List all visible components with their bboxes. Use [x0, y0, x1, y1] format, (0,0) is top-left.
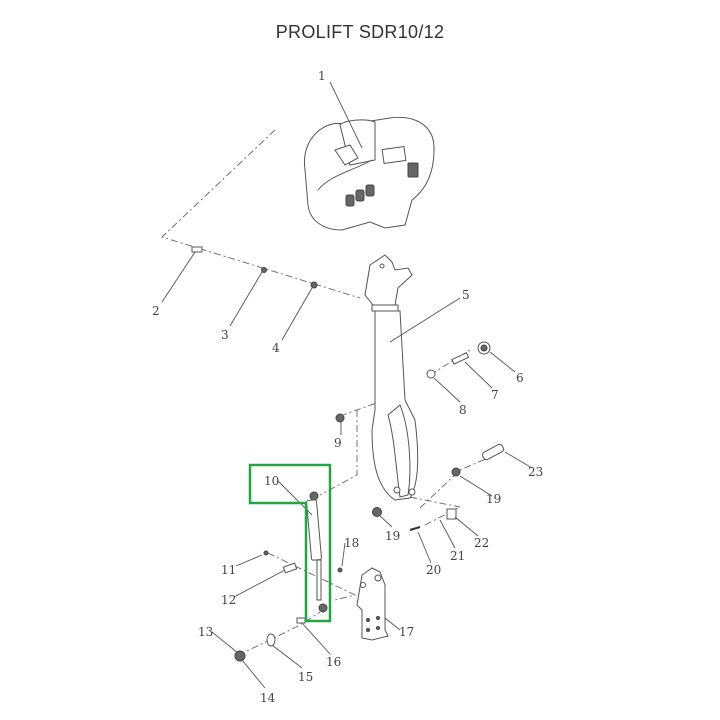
part-13-14-nut-washer[interactable] — [234, 650, 246, 662]
part-15-washer[interactable] — [266, 633, 276, 647]
callout-19-left[interactable]: 19 — [385, 529, 400, 543]
part-8-nut[interactable] — [426, 369, 436, 379]
callout-9[interactable]: 9 — [334, 436, 342, 450]
callout-13[interactable]: 13 — [198, 625, 213, 639]
callout-18[interactable]: 18 — [344, 536, 359, 550]
callout-16[interactable]: 16 — [326, 655, 341, 669]
part-16-pin[interactable] — [296, 617, 306, 624]
callout-3[interactable]: 3 — [221, 328, 229, 342]
callout-6[interactable]: 6 — [516, 371, 524, 385]
callout-12[interactable]: 12 — [221, 593, 236, 607]
callout-7[interactable]: 7 — [491, 388, 499, 402]
callout-numbers: 1 2 3 4 5 6 7 8 9 10 11 12 13 14 15 16 1… — [152, 69, 543, 705]
part-3-washer[interactable] — [261, 267, 267, 273]
handle-buttons — [345, 162, 419, 207]
part-7-bolt[interactable] — [451, 352, 470, 365]
callout-22[interactable]: 22 — [474, 536, 489, 550]
callout-14[interactable]: 14 — [260, 691, 276, 705]
part-19-nut-right[interactable] — [451, 467, 461, 477]
part-1-control-handle[interactable] — [304, 116, 435, 231]
part-6-roller[interactable] — [477, 341, 491, 355]
part-18-screw[interactable] — [337, 567, 343, 573]
part-2-pin[interactable] — [191, 246, 203, 253]
callout-19-right[interactable]: 19 — [486, 492, 501, 506]
part-9-nut[interactable] — [335, 413, 345, 423]
callout-11[interactable]: 11 — [221, 563, 236, 577]
callout-10[interactable]: 10 — [264, 474, 279, 488]
part-20-spring-pin[interactable] — [409, 526, 421, 531]
callout-21[interactable]: 21 — [450, 549, 465, 563]
part-5-tiller-arm[interactable] — [364, 254, 419, 501]
callout-2[interactable]: 2 — [152, 304, 160, 318]
part-10-gas-spring[interactable] — [306, 491, 328, 613]
callout-1[interactable]: 1 — [318, 69, 326, 83]
callout-20[interactable]: 20 — [426, 563, 441, 577]
part-23-axle-pin[interactable] — [481, 443, 505, 461]
part-17-mounting-bracket[interactable] — [356, 567, 389, 641]
part-12-clip[interactable] — [282, 562, 298, 574]
callout-23[interactable]: 23 — [528, 465, 543, 479]
highlight-part-10 — [248, 463, 332, 623]
callout-17[interactable]: 17 — [399, 625, 414, 639]
callout-4[interactable]: 4 — [272, 341, 280, 355]
part-19-nut-left[interactable] — [372, 507, 382, 517]
diagram-title: PROLIFT SDR10/12 — [275, 22, 445, 42]
callout-5[interactable]: 5 — [462, 288, 470, 302]
part-22-stop-block[interactable] — [446, 508, 457, 520]
callout-8[interactable]: 8 — [459, 403, 467, 417]
callout-15[interactable]: 15 — [298, 670, 313, 684]
part-4-nut[interactable] — [310, 281, 318, 289]
callout-leader-lines — [161, 81, 533, 689]
part-11-screw[interactable] — [263, 550, 269, 556]
